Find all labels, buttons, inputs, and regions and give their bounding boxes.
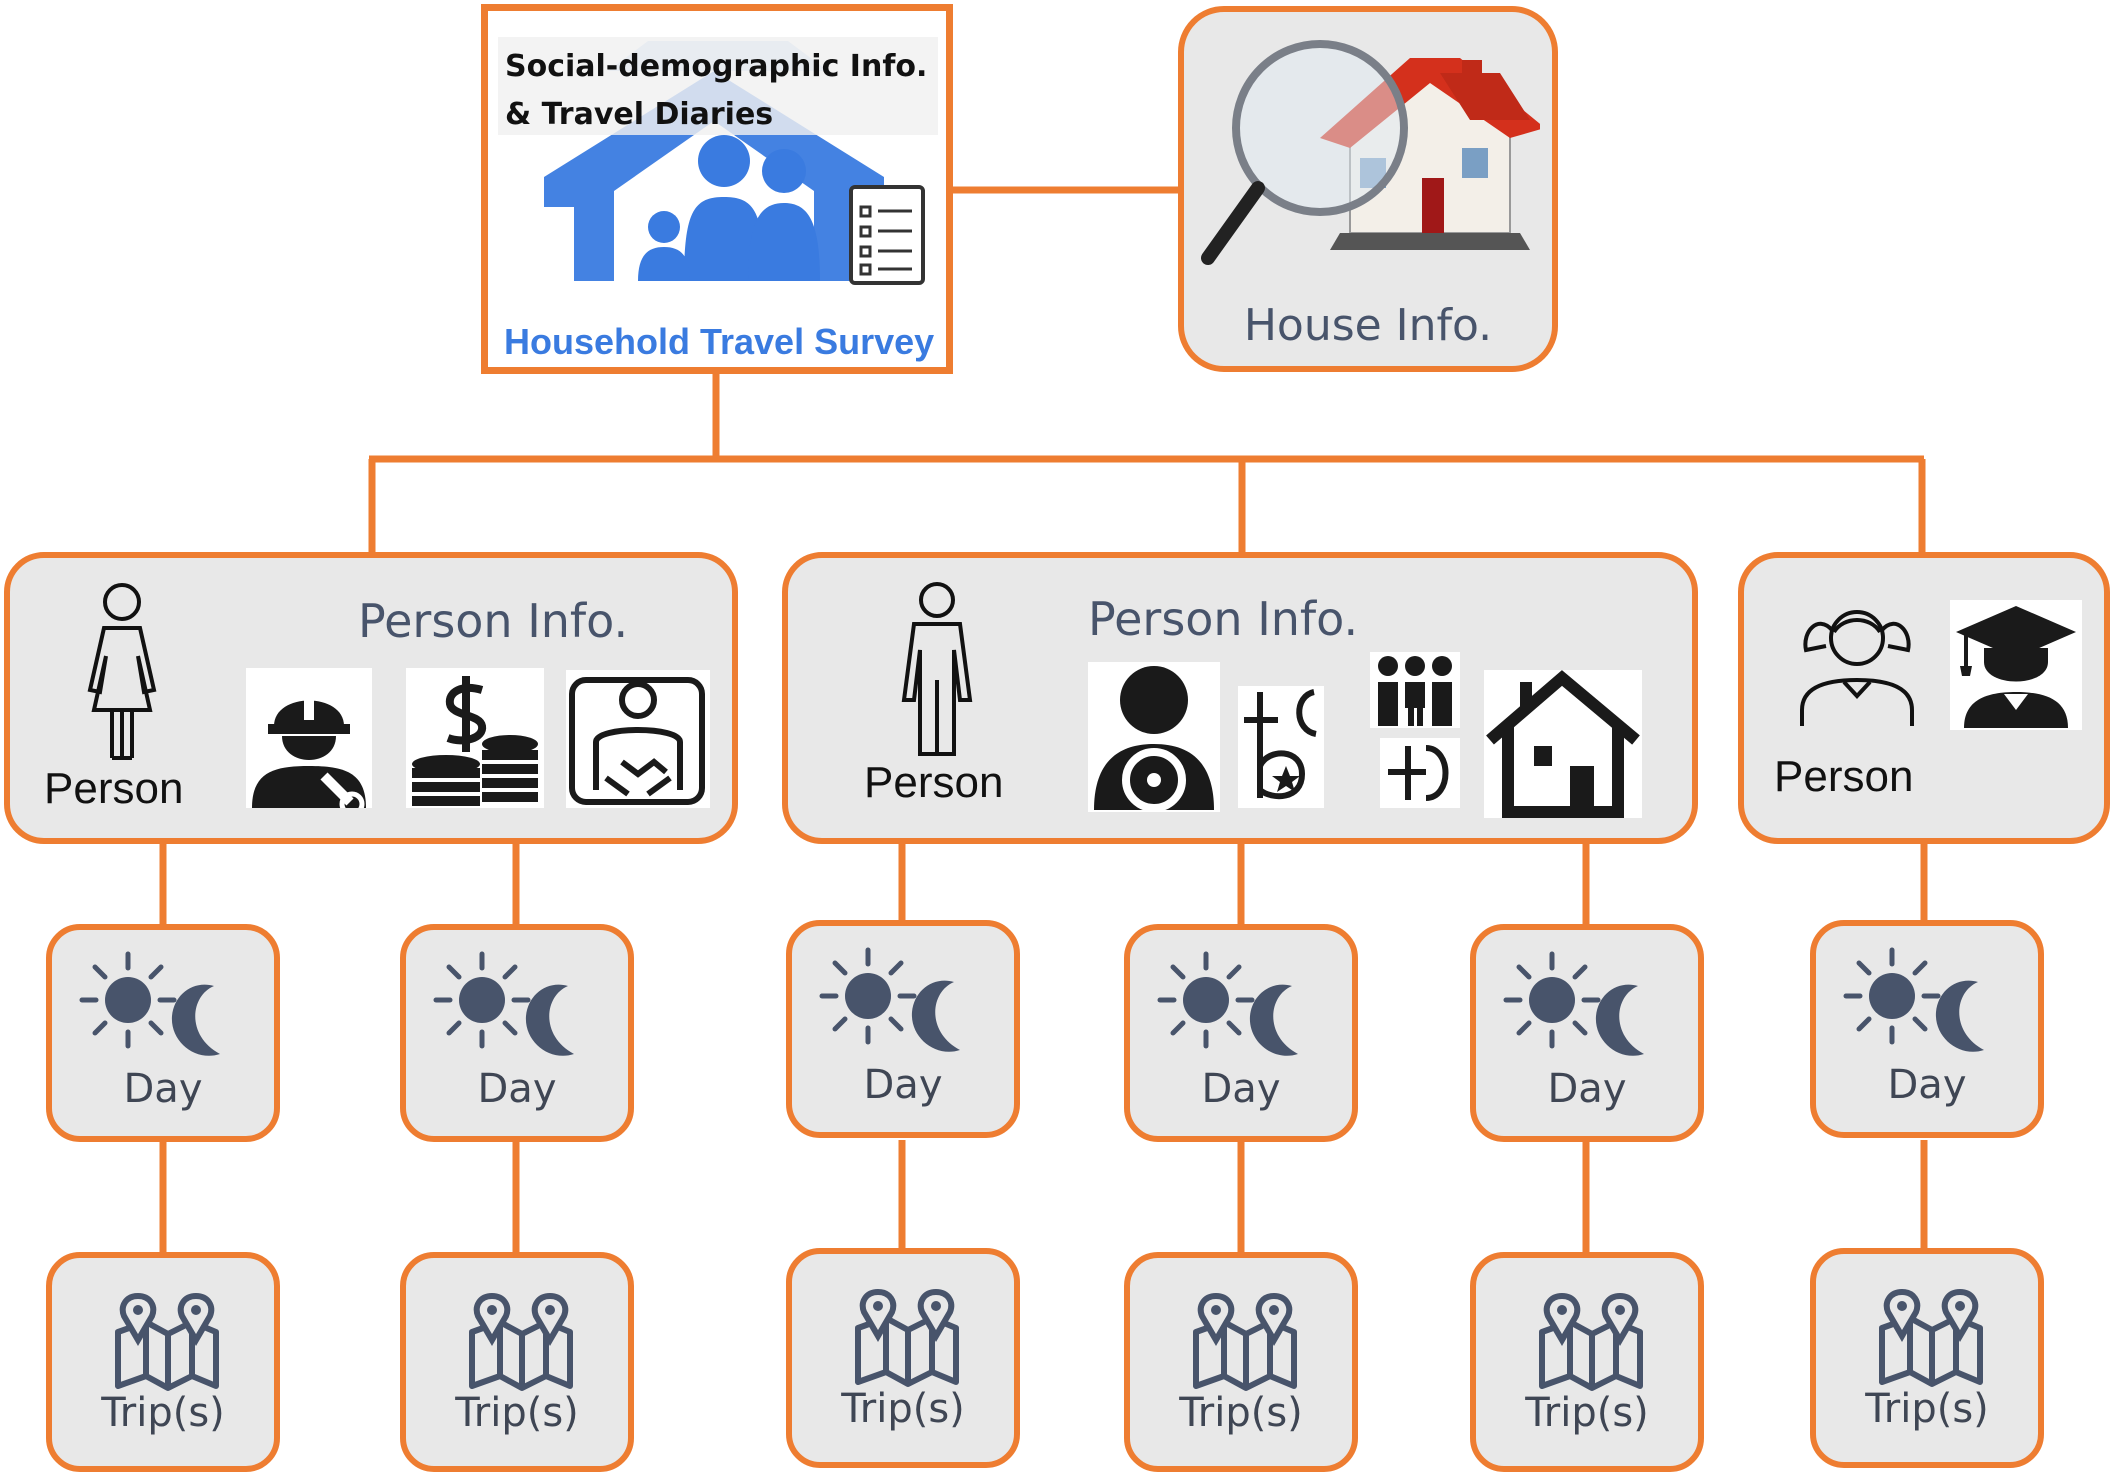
house-info-label: House Info. <box>1243 300 1493 351</box>
trip-label: Trip(s) <box>455 1390 579 1436</box>
person-label: Person <box>864 758 1004 807</box>
survey-footer-label: Household Travel Survey <box>504 321 935 362</box>
trip-label: Trip(s) <box>101 1390 225 1436</box>
graduate-icon <box>1956 606 2076 728</box>
sun-moon-icon <box>1503 951 1644 1056</box>
day-label: Day <box>1201 1066 1281 1112</box>
trip-label: Trip(s) <box>1179 1390 1303 1436</box>
trip-box: Trip(s) <box>1124 1252 1358 1472</box>
sun-moon-icon <box>819 947 960 1052</box>
home-icon <box>1486 670 1640 818</box>
trip-label: Trip(s) <box>841 1386 965 1432</box>
trip-box: Trip(s) <box>400 1252 634 1472</box>
sun-moon-icon <box>1843 947 1984 1052</box>
map-pins-icon <box>1879 1288 1983 1387</box>
family-icon <box>1378 656 1452 726</box>
survey-header: Social-demographic Info. & Travel Diarie… <box>505 43 927 139</box>
person-box-2: Person Person Info. <box>782 552 1698 844</box>
trip-label: Trip(s) <box>1865 1386 1989 1432</box>
day-label: Day <box>123 1066 203 1112</box>
survey-header-band <box>498 37 938 135</box>
attribute-tile <box>1238 686 1324 808</box>
attribute-tile <box>1484 670 1642 818</box>
trip-label: Trip(s) <box>1525 1390 1649 1436</box>
house-info-box: House Info. <box>1178 6 1558 372</box>
day-icon <box>78 950 248 1060</box>
day-box: Day <box>1124 924 1358 1142</box>
attribute-tile <box>1370 652 1460 728</box>
girl-icon <box>1800 610 1914 726</box>
construction-worker-icon <box>252 690 366 808</box>
person-box-1: Person Person Info. <box>4 552 738 844</box>
day-box: Day <box>786 920 1020 1138</box>
survey-header-line2: & Travel Diaries <box>505 97 774 132</box>
business-deal-icon <box>569 677 705 805</box>
person-info-label: Person Info. <box>358 594 629 648</box>
day-box: Day <box>1810 920 2044 1138</box>
trip-box: Trip(s) <box>46 1252 280 1472</box>
attribute-tile <box>1380 738 1460 808</box>
driver-icon <box>1094 666 1214 812</box>
map-pins-icon <box>469 1292 573 1391</box>
day-label: Day <box>477 1066 557 1112</box>
day-icon <box>1156 950 1326 1060</box>
attribute-tile <box>1088 662 1220 812</box>
trip-icon <box>466 1292 576 1392</box>
income-coins-icon <box>412 676 538 806</box>
map-pins-icon <box>1193 1292 1297 1391</box>
house-magnifier-icon <box>1201 40 1540 265</box>
person-label: Person <box>44 764 184 813</box>
attribute-tile <box>566 670 710 808</box>
trip-box: Trip(s) <box>786 1248 1020 1468</box>
survey-header-line1: Social-demographic Info. <box>505 49 928 84</box>
day-icon <box>818 946 988 1056</box>
day-box: Day <box>400 924 634 1142</box>
person-box-3: Person <box>1738 552 2110 844</box>
day-icon <box>1842 946 2012 1056</box>
trip-icon <box>852 1288 962 1388</box>
day-icon <box>1502 950 1672 1060</box>
trip-icon <box>1876 1288 1986 1388</box>
sun-moon-icon <box>433 951 574 1056</box>
person-label: Person <box>1774 752 1914 801</box>
religion-icon <box>1244 689 1317 800</box>
person-info-label: Person Info. <box>1088 592 1359 646</box>
map-pins-icon <box>1539 1292 1643 1391</box>
day-label: Day <box>1887 1062 1967 1108</box>
day-box: Day <box>46 924 280 1142</box>
household-survey-box: Social-demographic Info. & Travel Diarie… <box>481 4 953 374</box>
woman-icon <box>87 583 157 760</box>
sun-moon-icon <box>79 951 220 1056</box>
day-label: Day <box>1547 1066 1627 1112</box>
ethnicity-icon <box>1388 745 1449 801</box>
trip-icon <box>112 1292 222 1392</box>
trip-icon <box>1536 1292 1646 1392</box>
attribute-tile <box>406 668 544 808</box>
man-icon <box>901 582 973 756</box>
day-label: Day <box>863 1062 943 1108</box>
map-pins-icon <box>855 1288 959 1387</box>
trip-icon <box>1190 1292 1300 1392</box>
sun-moon-icon <box>1157 951 1298 1056</box>
day-box: Day <box>1470 924 1704 1142</box>
trip-box: Trip(s) <box>1810 1248 2044 1468</box>
map-pins-icon <box>115 1292 219 1391</box>
attribute-tile <box>1950 600 2082 730</box>
attribute-tile <box>246 668 372 808</box>
day-icon <box>432 950 602 1060</box>
trip-box: Trip(s) <box>1470 1252 1704 1472</box>
